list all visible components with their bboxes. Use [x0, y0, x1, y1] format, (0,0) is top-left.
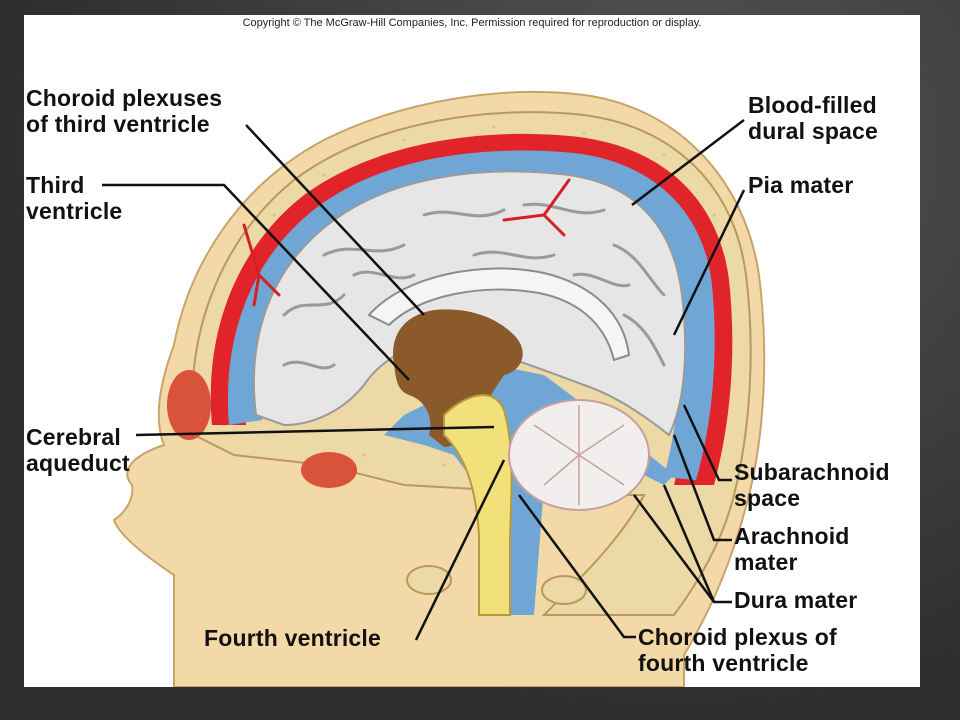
label-line: space: [734, 485, 801, 511]
label-line: aqueduct: [26, 450, 130, 476]
label-cerebral-aqueduct: Cerebral aqueduct: [26, 424, 130, 476]
label-pia-mater: Pia mater: [748, 172, 853, 198]
label-subarachnoid: Subarachnoid space: [734, 459, 890, 511]
sphenoid-sinus: [301, 452, 357, 488]
leader-lines: [102, 119, 746, 641]
slide: Copyright © The McGraw-Hill Companies, I…: [24, 15, 920, 687]
label-choroid-third: Choroid plexuses of third ventricle: [26, 85, 222, 137]
label-line: mater: [734, 549, 798, 575]
copyright-notice: Copyright © The McGraw-Hill Companies, I…: [242, 17, 702, 29]
leader-arachnoid: [672, 434, 732, 542]
label-choroid-fourth: Choroid plexus of fourth ventricle: [638, 624, 837, 676]
leader-subarachnoid: [682, 404, 732, 482]
label-blood-dural: Blood-filled dural space: [748, 92, 878, 144]
brainstem: [443, 394, 513, 616]
third-ventricle: [393, 309, 523, 447]
leader-third-ventricle: [102, 183, 410, 381]
label-line: Choroid plexuses: [26, 85, 223, 111]
frontal-sinus: [167, 370, 211, 440]
label-line: Choroid plexus of: [638, 624, 837, 650]
label-line: Cerebral: [26, 424, 121, 450]
label-line: Third: [26, 172, 85, 198]
label-line: ventricle: [26, 198, 123, 224]
leader-choroid-fourth: [517, 494, 636, 639]
vertebrae: [406, 565, 587, 605]
label-arachnoid: Arachnoid mater: [734, 523, 850, 575]
label-line: fourth ventricle: [638, 650, 809, 676]
gyri: [282, 202, 666, 370]
label-line: Pia mater: [748, 172, 854, 198]
blood-vessels: [242, 178, 571, 307]
label-line: Dura mater: [734, 587, 858, 613]
label-line: Arachnoid: [734, 523, 850, 549]
leader-cerebral-aqueduct: [135, 425, 495, 437]
leader-fourth-ventricle: [414, 459, 506, 641]
label-line: Subarachnoid: [734, 459, 890, 485]
leader-choroid-third: [245, 124, 425, 316]
label-dura-mater: Dura mater: [734, 587, 857, 613]
leader-blood-dural: [631, 119, 745, 206]
cerebellum-folia: [533, 405, 625, 505]
label-line: dural space: [748, 118, 879, 144]
label-third-ventricle: Third ventricle: [26, 172, 122, 224]
leader-pia-mater: [672, 189, 746, 336]
brain-meninges-diagram: [102, 91, 766, 687]
label-line: of third ventricle: [26, 111, 210, 137]
label-line: Fourth ventricle: [204, 625, 382, 651]
corpus-callosum: [367, 267, 631, 362]
leader-dura-b: [662, 484, 716, 603]
label-fourth-ventricle: Fourth ventricle: [204, 625, 381, 651]
label-line: Blood-filled: [748, 92, 877, 118]
